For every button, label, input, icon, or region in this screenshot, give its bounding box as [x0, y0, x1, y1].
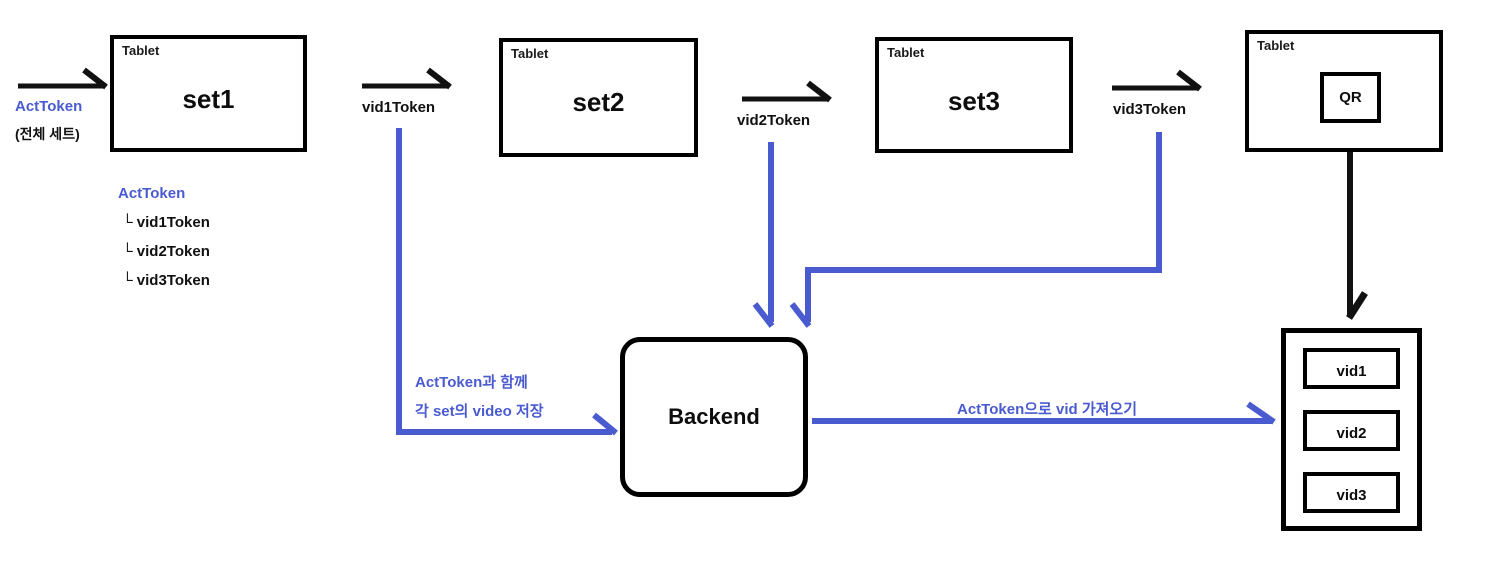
tablet-content-label: set1: [182, 84, 235, 114]
video-item-vid1[interactable]: vid1: [1303, 348, 1400, 389]
tablet-header-label: Tablet: [122, 43, 160, 58]
tablet-header-label: Tablet: [511, 46, 549, 61]
flow-vid2token-to-backend: [752, 142, 775, 328]
video-item-vid3[interactable]: vid3: [1303, 472, 1400, 513]
token-tree-child-vid2: └ vid2Token: [122, 243, 210, 260]
tablet-set1[interactable]: Tablet set1: [110, 35, 307, 152]
step-arrow-label-vid2token: vid2Token: [737, 112, 811, 129]
fetch-note-label: ActToken으로 vid 가져오기: [957, 401, 1138, 418]
token-tree-root: ActToken: [118, 185, 186, 202]
qr-label: QR: [1339, 89, 1362, 106]
video-item-vid2[interactable]: vid2: [1303, 410, 1400, 451]
arrow-acttoken-to-set1: [18, 67, 108, 90]
entry-arrow-sublabel: (전체 세트): [15, 126, 80, 142]
tablet-content-label: set2: [572, 87, 625, 117]
video-item-label: vid3: [1336, 487, 1367, 504]
video-item-label: vid1: [1336, 363, 1367, 380]
arrow-set2-to-set3: [742, 80, 832, 103]
backend-box[interactable]: Backend: [620, 337, 808, 497]
entry-arrow-label: ActToken: [15, 98, 83, 115]
store-note-line2: 각 set의 video 저장: [415, 403, 544, 420]
tablet-header-label: Tablet: [887, 45, 925, 60]
step-arrow-label-vid3token: vid3Token: [1113, 101, 1187, 118]
qr-code-box[interactable]: QR: [1320, 72, 1381, 123]
step-arrow-label-vid1token: vid1Token: [362, 99, 436, 116]
store-note-line1: ActToken과 함께: [415, 374, 528, 391]
tablet-content-label: set3: [947, 86, 1001, 116]
arrow-set3-to-qr-tablet: [1112, 69, 1202, 92]
arrow-set1-to-set2: [362, 67, 452, 90]
backend-label: Backend: [668, 404, 760, 429]
token-tree-child-vid1: └ vid1Token: [122, 214, 210, 231]
tablet-set2[interactable]: Tablet set2: [499, 38, 698, 157]
video-item-label: vid2: [1336, 425, 1367, 442]
tablet-header-label: Tablet: [1257, 38, 1295, 53]
flow-vid3token-to-backend: [789, 132, 1162, 328]
tablet-set3[interactable]: Tablet set3: [875, 37, 1073, 153]
token-tree-child-vid3: └ vid3Token: [122, 272, 210, 289]
